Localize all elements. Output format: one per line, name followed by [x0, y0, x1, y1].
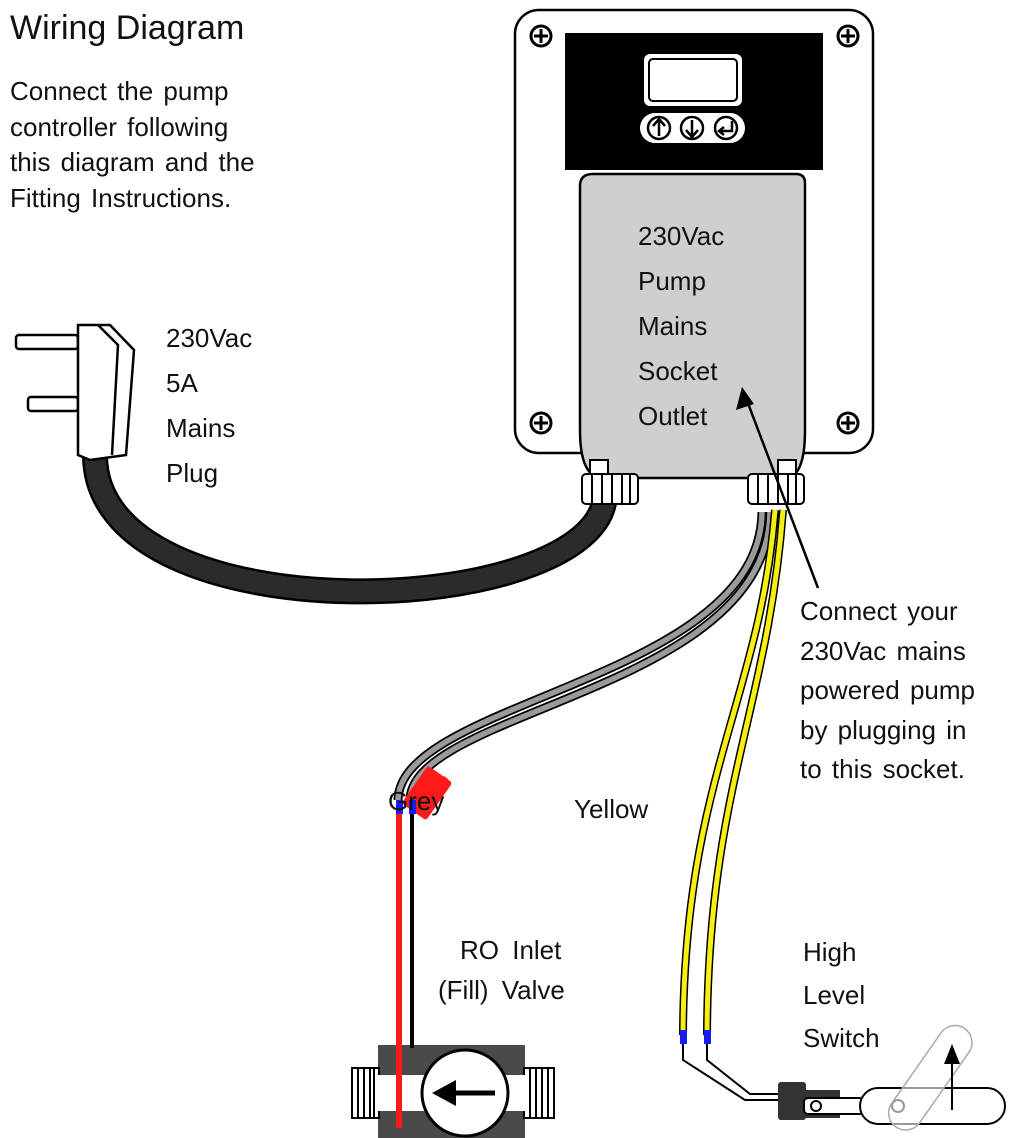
- plug-label-line: Plug: [166, 458, 219, 488]
- mains-plug: [14, 323, 136, 462]
- callout-text: Connect your 230Vac mains powered pump b…: [800, 592, 975, 790]
- cable-gland-right: [747, 459, 805, 505]
- intro-line: controller following: [10, 111, 229, 142]
- valve-label-line: (Fill) Valve: [438, 975, 565, 1005]
- plug-label-line: 5A: [166, 368, 198, 398]
- plug-label: 230Vac 5A Mains Plug: [166, 316, 252, 496]
- switch-label-line: Level: [803, 980, 866, 1010]
- callout-line: 230Vac mains: [800, 635, 966, 666]
- cable-gland-left: [581, 459, 639, 505]
- intro-line: Connect the pump: [10, 76, 229, 106]
- arrow-up-icon[interactable]: [646, 115, 672, 141]
- socket-label-line: Pump: [638, 266, 706, 296]
- callout-line: by plugging in: [800, 714, 967, 745]
- intro-text: Connect the pump controller following th…: [10, 74, 255, 216]
- callout-line: to this socket.: [800, 754, 965, 784]
- flow-arrow-icon: [432, 1080, 495, 1106]
- switch-label: High Level Switch: [803, 931, 880, 1060]
- callout-arrow: [736, 387, 820, 589]
- valve-label-line: RO Inlet: [460, 935, 562, 965]
- intro-line: Fitting Instructions.: [10, 182, 232, 213]
- arrow-down-icon[interactable]: [679, 115, 705, 141]
- grey-wire-label: Grey: [388, 786, 445, 816]
- yellow-wires: [679, 509, 787, 1101]
- socket-label-line: Outlet: [638, 401, 708, 431]
- socket-label-line: Socket: [638, 356, 718, 386]
- plug-label-line: 230Vac: [166, 323, 253, 353]
- float-switch: [778, 1024, 1006, 1131]
- valve-label: RO Inlet (Fill) Valve: [438, 930, 565, 1010]
- callout-line: powered pump: [800, 675, 975, 705]
- socket-label-line: 230Vac: [638, 221, 725, 251]
- socket-label-line: Mains: [638, 311, 708, 341]
- switch-label-line: High: [803, 937, 857, 967]
- socket-label: 230Vac Pump Mains Socket Outlet: [638, 214, 724, 439]
- switch-label-line: Switch: [803, 1023, 880, 1053]
- yellow-wire-label: Yellow: [574, 794, 649, 824]
- mains-cable: [82, 442, 618, 605]
- callout-line: Connect your: [800, 596, 958, 626]
- screw-icon: [529, 24, 860, 435]
- ro-inlet-valve: [351, 800, 555, 1138]
- intro-line: this diagram and the: [10, 147, 255, 177]
- plug-label-line: Mains: [166, 413, 236, 443]
- page-title: Wiring Diagram: [10, 9, 245, 47]
- enter-icon[interactable]: [713, 115, 739, 141]
